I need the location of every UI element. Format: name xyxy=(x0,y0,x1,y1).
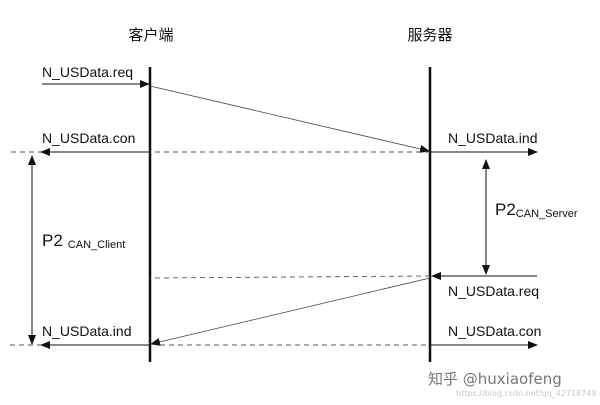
client-con-label: N_USData.con xyxy=(42,130,135,146)
server-con-label: N_USData.con xyxy=(448,323,541,339)
client-req-label: N_USData.req xyxy=(42,64,133,80)
server-req-label: N_USData.req xyxy=(448,283,539,299)
server-timer-label: P2CAN_Server xyxy=(495,200,578,220)
server-ind-label: N_USData.ind xyxy=(448,130,538,146)
watermark-brand: 知乎 @huxiaofeng xyxy=(428,370,562,388)
server-title: 服务器 xyxy=(407,26,452,44)
msg-client-to-server xyxy=(149,85,430,153)
client-ind-label: N_USData.ind xyxy=(42,323,132,339)
watermark-url: https://blog.csdn.net/qq_42718749 xyxy=(456,389,596,398)
server-req-dashed xyxy=(149,275,431,279)
client-title: 客户端 xyxy=(128,26,173,44)
msg-server-to-client xyxy=(150,277,431,346)
